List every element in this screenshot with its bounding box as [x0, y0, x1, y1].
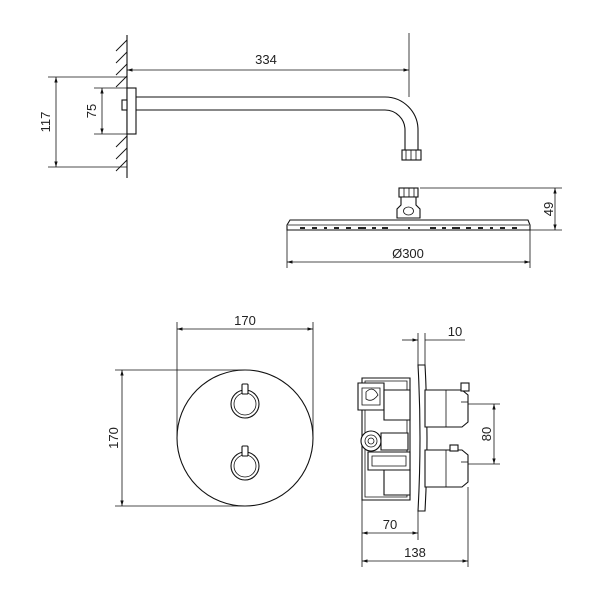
dim-flange-inner: 75	[84, 104, 99, 118]
dim-plate-width: 170	[234, 313, 256, 328]
dim-total-depth: 138	[404, 545, 426, 560]
dim-flange-height: 117	[38, 112, 53, 133]
dim-arm-length: 334	[255, 52, 277, 67]
dim-head-diameter: Ø300	[392, 246, 424, 261]
dim-body-depth: 70	[383, 517, 397, 532]
plate-front-view: 170 170	[106, 313, 314, 507]
upper-handle	[230, 383, 260, 419]
shower-arm-view: 334 117 75	[38, 33, 422, 178]
dim-plate-height: 170	[106, 427, 121, 449]
nozzle-row	[300, 227, 517, 229]
dim-plate-thickness: 10	[448, 324, 462, 339]
lower-handle	[230, 445, 260, 481]
dim-handle-spacing: 80	[479, 427, 494, 441]
dim-head-height: 49	[541, 202, 556, 216]
shower-head-view: 49 Ø300	[286, 187, 562, 268]
wall-hatching	[115, 39, 128, 172]
valve-side-view: 10 80 70 138	[357, 324, 500, 567]
